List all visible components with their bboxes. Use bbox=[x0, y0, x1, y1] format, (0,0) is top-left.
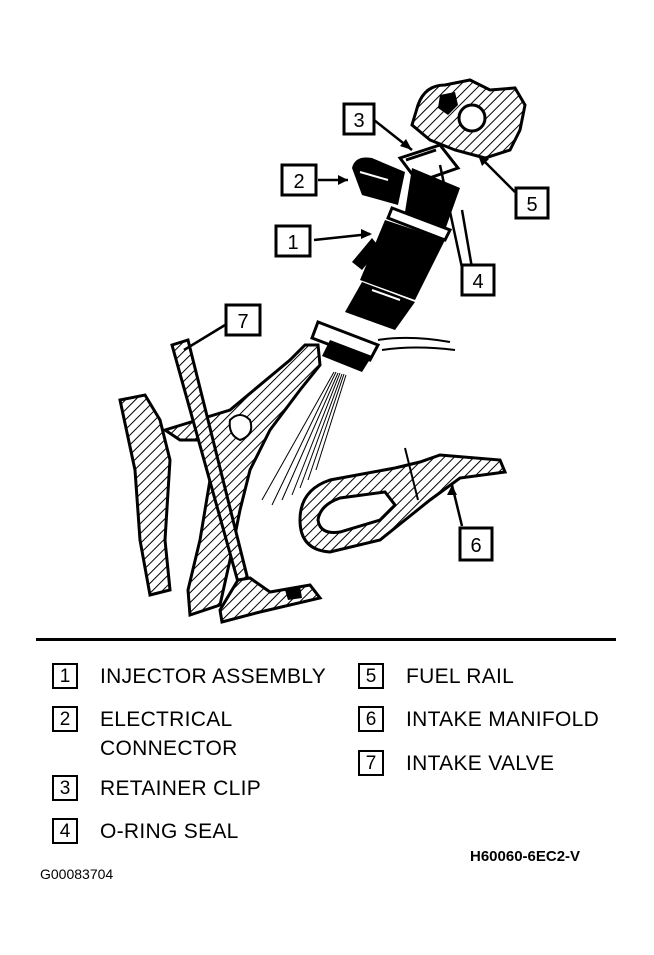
legend-number: 4 bbox=[52, 818, 78, 844]
injector-body-drawing bbox=[345, 168, 460, 330]
legend-number: 1 bbox=[52, 663, 78, 689]
svg-text:7: 7 bbox=[237, 311, 248, 333]
legend-label: FUEL RAIL bbox=[406, 665, 515, 688]
legend-label: RETAINER CLIP bbox=[100, 777, 262, 800]
callout-4: 4 bbox=[460, 263, 496, 297]
legend-item-injector-assembly: 1 INJECTOR ASSEMBLY bbox=[52, 662, 326, 691]
callout-7: 7 bbox=[224, 303, 262, 337]
svg-text:6: 6 bbox=[470, 535, 481, 557]
legend-number: 5 bbox=[358, 663, 384, 689]
legend-label: INTAKE VALVE bbox=[406, 752, 555, 775]
legend-label: O-RING SEAL bbox=[100, 820, 239, 843]
legend-item-fuel-rail: 5 FUEL RAIL bbox=[358, 662, 514, 691]
legend-number: 7 bbox=[358, 750, 384, 776]
electrical-connector-drawing bbox=[352, 157, 405, 205]
legend-number: 3 bbox=[52, 775, 78, 801]
intake-valve-drawing bbox=[170, 338, 323, 624]
legend-label: INTAKE MANIFOLD bbox=[406, 708, 600, 731]
legend-item-intake-valve: 7 INTAKE VALVE bbox=[358, 749, 554, 778]
callout-3: 3 bbox=[342, 102, 376, 136]
svg-text:4: 4 bbox=[472, 271, 483, 293]
legend-label: INJECTOR ASSEMBLY bbox=[100, 665, 327, 688]
leader-arrowheads bbox=[338, 139, 489, 495]
legend-item-intake-manifold: 6 INTAKE MANIFOLD bbox=[358, 705, 599, 734]
legend-item-o-ring-seal: 4 O-RING SEAL bbox=[52, 817, 239, 846]
fuel-injector-illustration: 3 2 1 5 4 7 6 bbox=[118, 78, 550, 624]
svg-text:1: 1 bbox=[287, 232, 298, 254]
fuel-spray-drawing bbox=[261, 371, 347, 506]
svg-text:2: 2 bbox=[293, 171, 304, 193]
callout-5: 5 bbox=[514, 186, 550, 220]
legend-item-electrical-connector: 2 ELECTRICAL CONNECTOR bbox=[52, 705, 238, 763]
fuel-rail-drawing bbox=[410, 78, 527, 160]
legend-label: ELECTRICAL CONNECTOR bbox=[100, 708, 238, 760]
legend-number: 2 bbox=[52, 706, 78, 732]
legend-item-retainer-clip: 3 RETAINER CLIP bbox=[52, 774, 261, 803]
cylinder-head-drawing bbox=[118, 343, 322, 618]
callout-1: 1 bbox=[274, 224, 312, 258]
callout-2: 2 bbox=[280, 163, 318, 197]
o-ring-seal-drawing bbox=[310, 320, 456, 372]
svg-text:3: 3 bbox=[353, 110, 364, 132]
intake-manifold-drawing bbox=[298, 447, 508, 554]
legend-number: 6 bbox=[358, 706, 384, 732]
diagram-code: H60060-6EC2-V bbox=[470, 848, 581, 865]
figure-id: G00083704 bbox=[40, 866, 114, 882]
svg-text:5: 5 bbox=[526, 194, 537, 216]
callout-6: 6 bbox=[458, 526, 494, 562]
legend-divider bbox=[36, 638, 616, 641]
